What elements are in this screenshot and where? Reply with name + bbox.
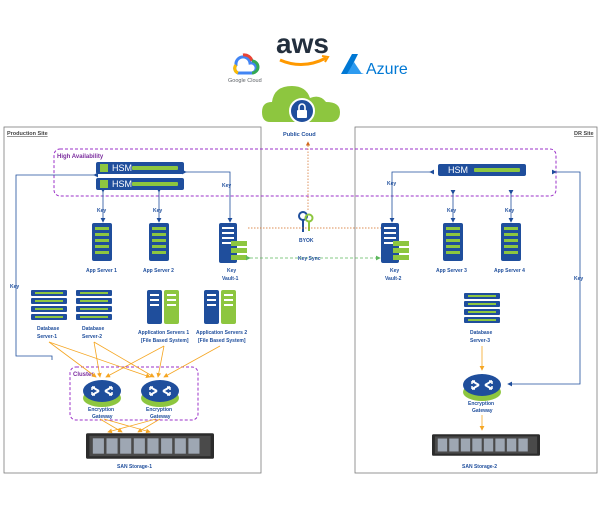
- public-cloud-icon: [262, 86, 340, 124]
- cluster-label: Cluster: [73, 372, 94, 378]
- key-vault-1: [219, 223, 247, 263]
- key-label-4: Key: [10, 284, 19, 290]
- production-site-frame: [3, 126, 262, 474]
- db-server-2-label-line2: Server-2: [82, 334, 102, 340]
- dr-key-label-3: Key: [505, 208, 514, 214]
- google-cloud-icon: [233, 53, 260, 75]
- svg-text:HSM: HSM: [112, 179, 132, 189]
- gateway-dr-label-line2: Gateway: [472, 408, 493, 414]
- hsm-unit-1: HSM: [96, 162, 184, 174]
- gateway-2-label-line1: Encryption: [146, 407, 172, 413]
- dr-key-label-4: Key: [574, 276, 583, 282]
- database-server-1: [31, 290, 67, 320]
- app-server-3: [443, 223, 463, 261]
- app-server-1-label: App Server 1: [86, 268, 117, 274]
- fs-server-1-label-line1: Application Servers 1: [138, 330, 189, 336]
- dr-key-label-2: Key: [447, 208, 456, 214]
- dr-site-title: DR Site: [574, 131, 594, 137]
- encryption-gateway-dr: [462, 373, 502, 402]
- aws-smile-icon: [279, 56, 327, 66]
- encryption-gateway-1: [82, 379, 122, 408]
- app-server-4: [501, 223, 521, 261]
- app-server-4-label: App Server 4: [494, 268, 525, 274]
- key-vault-2-label-line1: Key: [390, 268, 399, 274]
- key-vault-1-label-line2: Vault-1: [222, 276, 239, 282]
- san-storage-2: [432, 434, 540, 456]
- database-server-3: [464, 293, 500, 323]
- san-storage-1-label: SAN Storage-1: [117, 464, 152, 470]
- fs-server-2-label-line1: Application Servers 2: [196, 330, 247, 336]
- key-label-3: Key: [222, 183, 231, 189]
- byok-key-icon: [298, 211, 314, 232]
- svg-text:HSM: HSM: [112, 163, 132, 173]
- encryption-gateway-2: [140, 379, 180, 408]
- fs-server-1-label-line2: [File Based System]: [141, 338, 189, 344]
- google-cloud-label: Google Cloud: [228, 78, 262, 84]
- aws-logo-text: aws: [276, 28, 329, 59]
- high-availability-label: High Availability: [57, 154, 104, 160]
- db-server-1-label-line2: Server-1: [37, 334, 57, 340]
- dr-site-frame: [354, 126, 598, 474]
- key-vault-1-label-line1: Key: [227, 268, 236, 274]
- azure-icon: [341, 54, 364, 74]
- db-server-3-label-line1: Database: [470, 330, 492, 336]
- key-vault-2-label-line2: Vault-2: [385, 276, 402, 282]
- db-server-1-label-line1: Database: [37, 326, 59, 332]
- gateway-1-label-line1: Encryption: [88, 407, 114, 413]
- app-server-2-label: App Server 2: [143, 268, 174, 274]
- key-label-2: Key: [153, 208, 162, 214]
- cluster-frame: [69, 366, 199, 421]
- azure-label: Azure: [366, 61, 408, 78]
- san-storage-2-label: SAN Storage-2: [462, 464, 497, 470]
- gateway-2-label-line2: Gateway: [150, 414, 171, 420]
- app-server-2: [149, 223, 169, 261]
- db-server-2-label-line1: Database: [82, 326, 104, 332]
- app-server-1: [92, 223, 112, 261]
- application-servers-2: [204, 290, 236, 324]
- db-server-3-label-line2: Server-3: [470, 338, 490, 344]
- production-site-title: Production Site: [7, 131, 48, 137]
- fs-server-2-label-line2: [File Based System]: [198, 338, 246, 344]
- byok-label: BYOK: [299, 238, 314, 244]
- application-servers-1: [147, 290, 179, 324]
- dr-key-label-1: Key: [387, 181, 396, 187]
- svg-text:HSM: HSM: [448, 165, 468, 175]
- gateway-dr-label-line1: Encryption: [468, 401, 494, 407]
- app-server-3-label: App Server 3: [436, 268, 467, 274]
- key-sync-label: Key Sync: [298, 256, 321, 262]
- key-label-1: Key: [97, 208, 106, 214]
- key-vault-2: [381, 223, 409, 263]
- database-server-2: [76, 290, 112, 320]
- hsm-unit-2: HSM: [96, 178, 184, 190]
- hsm-unit-dr: HSM: [438, 164, 526, 176]
- gateway-1-label-line2: Gateway: [92, 414, 113, 420]
- san-storage-1: [86, 433, 214, 459]
- public-cloud-label: Public Coud: [283, 132, 316, 138]
